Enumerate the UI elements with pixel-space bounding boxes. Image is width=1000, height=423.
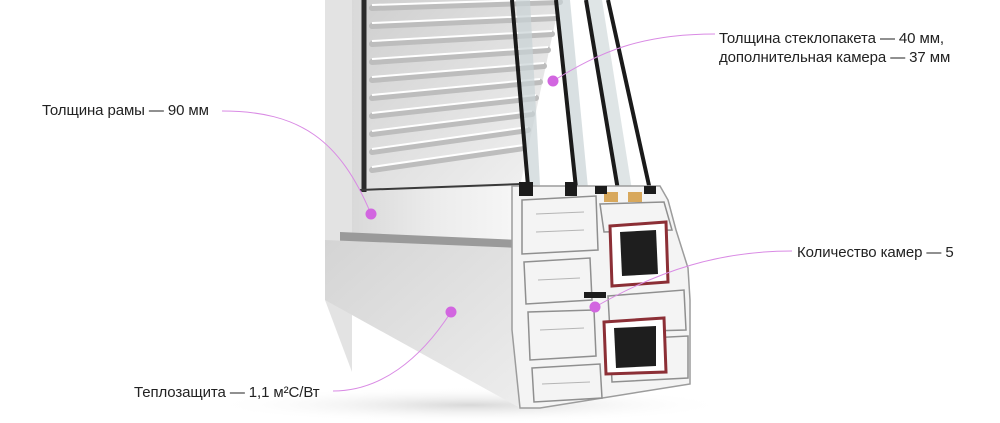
- glass-with-blinds: [359, 0, 563, 192]
- leader-glazing: [552, 33, 716, 82]
- frame-outer-side: [325, 0, 352, 372]
- glass-panes-section: [510, 0, 652, 191]
- frame-lower-body: [325, 240, 520, 408]
- callout-chambers-text: Количество камер — 5: [797, 244, 954, 261]
- callout-glazing: Толщина стеклопакета — 40 мм, дополнител…: [719, 29, 950, 67]
- marker-thermal: [445, 306, 457, 318]
- leader-thermal: [332, 311, 452, 392]
- callout-frame-thickness-text: Толщина рамы — 90 мм: [42, 102, 209, 119]
- callout-thermal: Теплозащита — 1,1 м²С/Вт: [134, 383, 320, 402]
- callout-chambers: Количество камер — 5: [797, 243, 954, 262]
- profile-cross-section: [511, 182, 691, 409]
- callout-glazing-line2: дополнительная камера — 37 мм: [719, 49, 951, 66]
- callout-frame-thickness: Толщина рамы — 90 мм: [42, 101, 209, 120]
- marker-chambers: [589, 301, 601, 313]
- leader-chambers: [594, 250, 793, 308]
- marker-glazing: [547, 75, 559, 87]
- marker-frame-thickness: [365, 208, 377, 220]
- leader-frame-thickness: [221, 110, 372, 215]
- callout-thermal-text: Теплозащита — 1,1 м²С/Вт: [134, 384, 320, 401]
- callout-glazing-line1: Толщина стеклопакета — 40 мм,: [719, 30, 944, 47]
